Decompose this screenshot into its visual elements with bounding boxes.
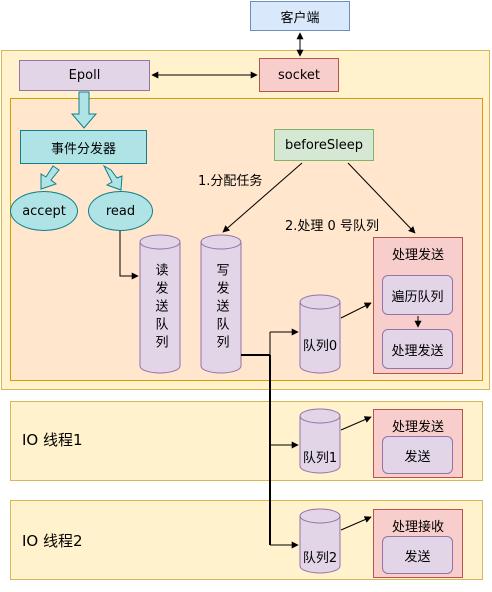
client-label: 客户端 (280, 10, 320, 26)
write-queue-label: 写发送队列 (213, 263, 229, 353)
handle-send-label: 处理发送 (391, 343, 444, 359)
dispatcher-to-accept-block-arrow (40, 165, 60, 190)
socket-label: socket (277, 67, 321, 83)
queue2-text: 队列2 (298, 542, 342, 570)
io-thread2-label: IO 线程2 (22, 532, 83, 550)
handle-queue0-label: 2.处理 0 号队列 (285, 219, 379, 234)
read-queue-label: 读发送队列 (152, 263, 168, 353)
before-sleep-label: beforeSleep (285, 137, 363, 153)
queue1-cylinder (299, 408, 341, 474)
queue1-text: 队列1 (298, 442, 342, 470)
main-send-panel-title: 处理发送 (391, 248, 444, 263)
epoll-node: Epoll (19, 60, 150, 91)
traverse-queue-label: 遍历队列 (391, 289, 444, 305)
handle-send-step: 处理发送 (382, 329, 453, 369)
accept-node: accept (10, 191, 78, 231)
write-queue-text: 写发送队列 (201, 252, 241, 364)
io-thread1-send-label: 发送 (404, 449, 431, 465)
before-sleep-node: beforeSleep (274, 129, 374, 161)
io-thread2-send-label: 发送 (404, 549, 431, 565)
epoll-label: Epoll (68, 68, 101, 83)
queue2-label: 队列2 (302, 550, 338, 566)
client-node: 客户端 (250, 1, 350, 31)
io-thread2-send-step: 发送 (382, 536, 453, 574)
read-label: read (105, 203, 136, 219)
traverse-queue-step: 遍历队列 (382, 275, 453, 315)
read-to-read-queue-arrow (119, 231, 139, 280)
queue0-to-panel-arrow (340, 302, 372, 319)
queue0-text: 队列0 (298, 330, 342, 358)
io-thread1-send-step: 发送 (382, 436, 453, 474)
io-thread1-panel-title: 处理发送 (391, 420, 444, 435)
io-thread2-panel-title: 处理接收 (391, 520, 444, 535)
queue0-label: 队列0 (302, 338, 338, 354)
queue1-label: 队列1 (302, 450, 338, 466)
queue2-to-panel-arrow (340, 516, 372, 531)
read-queue-cylinder (139, 234, 181, 374)
event-dispatcher-label: 事件分发器 (50, 141, 116, 157)
queue0-cylinder (299, 294, 341, 374)
read-node: read (88, 191, 153, 231)
read-queue-text: 读发送队列 (140, 252, 180, 364)
assign-to-write-queue-arrow (222, 162, 303, 233)
event-dispatcher-node: 事件分发器 (20, 130, 147, 164)
epoll-to-dispatcher-block-arrow (70, 91, 98, 129)
assign-tasks-label: 1.分配任务 (198, 174, 263, 189)
before-sleep-to-panel-arrow (347, 162, 416, 234)
write-queue-cylinder (200, 234, 242, 374)
dispatcher-to-read-block-arrow (102, 164, 123, 191)
socket-node: socket (259, 58, 339, 92)
accept-label: accept (22, 203, 66, 219)
queue2-cylinder (299, 508, 341, 574)
io-thread1-label: IO 线程1 (22, 431, 83, 449)
queue1-to-panel-arrow (340, 416, 372, 431)
